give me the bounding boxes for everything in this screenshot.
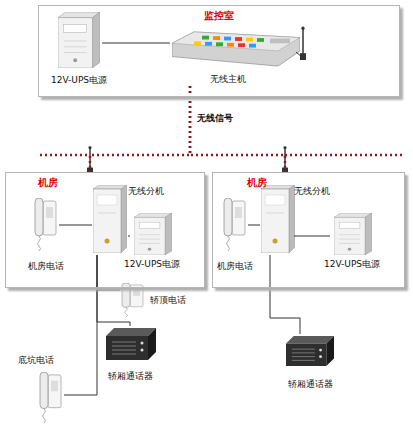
device-label: 12V-UPS电源 bbox=[322, 259, 382, 270]
slave-node: 无线分机 bbox=[260, 183, 294, 255]
room-box: 机房机房电话无线分机12V-UPS电源 bbox=[5, 172, 205, 288]
slave-device bbox=[261, 185, 295, 253]
ups-device bbox=[58, 12, 100, 68]
wire-connector bbox=[59, 225, 92, 226]
intercom-device bbox=[286, 336, 334, 366]
device-label: 无线主机 bbox=[198, 74, 258, 85]
phone-node: 机房电话 bbox=[33, 195, 59, 275]
ups-device bbox=[134, 213, 172, 255]
ups-node: 12V-UPS电源 bbox=[330, 210, 374, 274]
antenna-symbol bbox=[282, 146, 288, 173]
phone-device bbox=[224, 198, 245, 251]
device-label: 底坑电话 bbox=[16, 355, 56, 366]
device-label: 机房电话 bbox=[216, 261, 254, 272]
antenna-symbol bbox=[87, 146, 93, 173]
room-heading: 监控室 bbox=[39, 10, 399, 22]
room-box: 监控室12V-UPS电源无线主机 bbox=[38, 5, 400, 97]
room-heading: 机房 bbox=[247, 177, 267, 189]
antenna-symbol bbox=[300, 26, 306, 60]
phone-node: 底坑电话 bbox=[38, 355, 64, 427]
slave-node: 无线分机 bbox=[92, 183, 128, 255]
device-label: 12V-UPS电源 bbox=[48, 75, 110, 86]
device-label: 轿厢通话器 bbox=[102, 371, 158, 382]
host-node: 无线主机 bbox=[170, 26, 302, 86]
host-device bbox=[172, 32, 300, 66]
wire-connector bbox=[270, 255, 300, 334]
device-label: 无线分机 bbox=[128, 186, 164, 197]
intercom-node: 轿厢通话器 bbox=[284, 334, 336, 392]
phone-node: 机房电话 bbox=[222, 195, 248, 275]
room-box: 机房机房电话无线分机12V-UPS电源 bbox=[212, 172, 405, 288]
intercom-device bbox=[106, 328, 156, 360]
signal-label: 无线信号 bbox=[197, 113, 233, 124]
wire-connector bbox=[128, 236, 130, 237]
room-heading: 机房 bbox=[38, 177, 58, 189]
wireless-link bbox=[190, 86, 285, 172]
device-label: 轿厢通话器 bbox=[282, 379, 338, 390]
ups-device bbox=[334, 213, 372, 255]
device-label: 12V-UPS电源 bbox=[122, 259, 182, 270]
ups-node: 12V-UPS电源 bbox=[130, 210, 174, 274]
wire-connector bbox=[97, 255, 120, 290]
device-label: 无线分机 bbox=[294, 186, 330, 197]
wire-connector bbox=[294, 236, 330, 237]
slave-device bbox=[93, 185, 127, 253]
wire-connector bbox=[248, 225, 260, 226]
ups-node: 12V-UPS电源 bbox=[56, 10, 102, 86]
signal-dots bbox=[40, 154, 402, 157]
phone-node: 轿顶电话 bbox=[120, 281, 146, 321]
phone-device bbox=[35, 198, 56, 251]
wireless-link bbox=[90, 86, 190, 172]
wire-connector bbox=[102, 43, 170, 44]
device-label: 机房电话 bbox=[27, 261, 65, 272]
phone-device bbox=[122, 283, 143, 317]
wire-connector bbox=[64, 255, 97, 395]
device-label: 轿顶电话 bbox=[150, 295, 186, 306]
intercom-node: 轿厢通话器 bbox=[104, 326, 156, 384]
phone-device bbox=[40, 372, 61, 423]
